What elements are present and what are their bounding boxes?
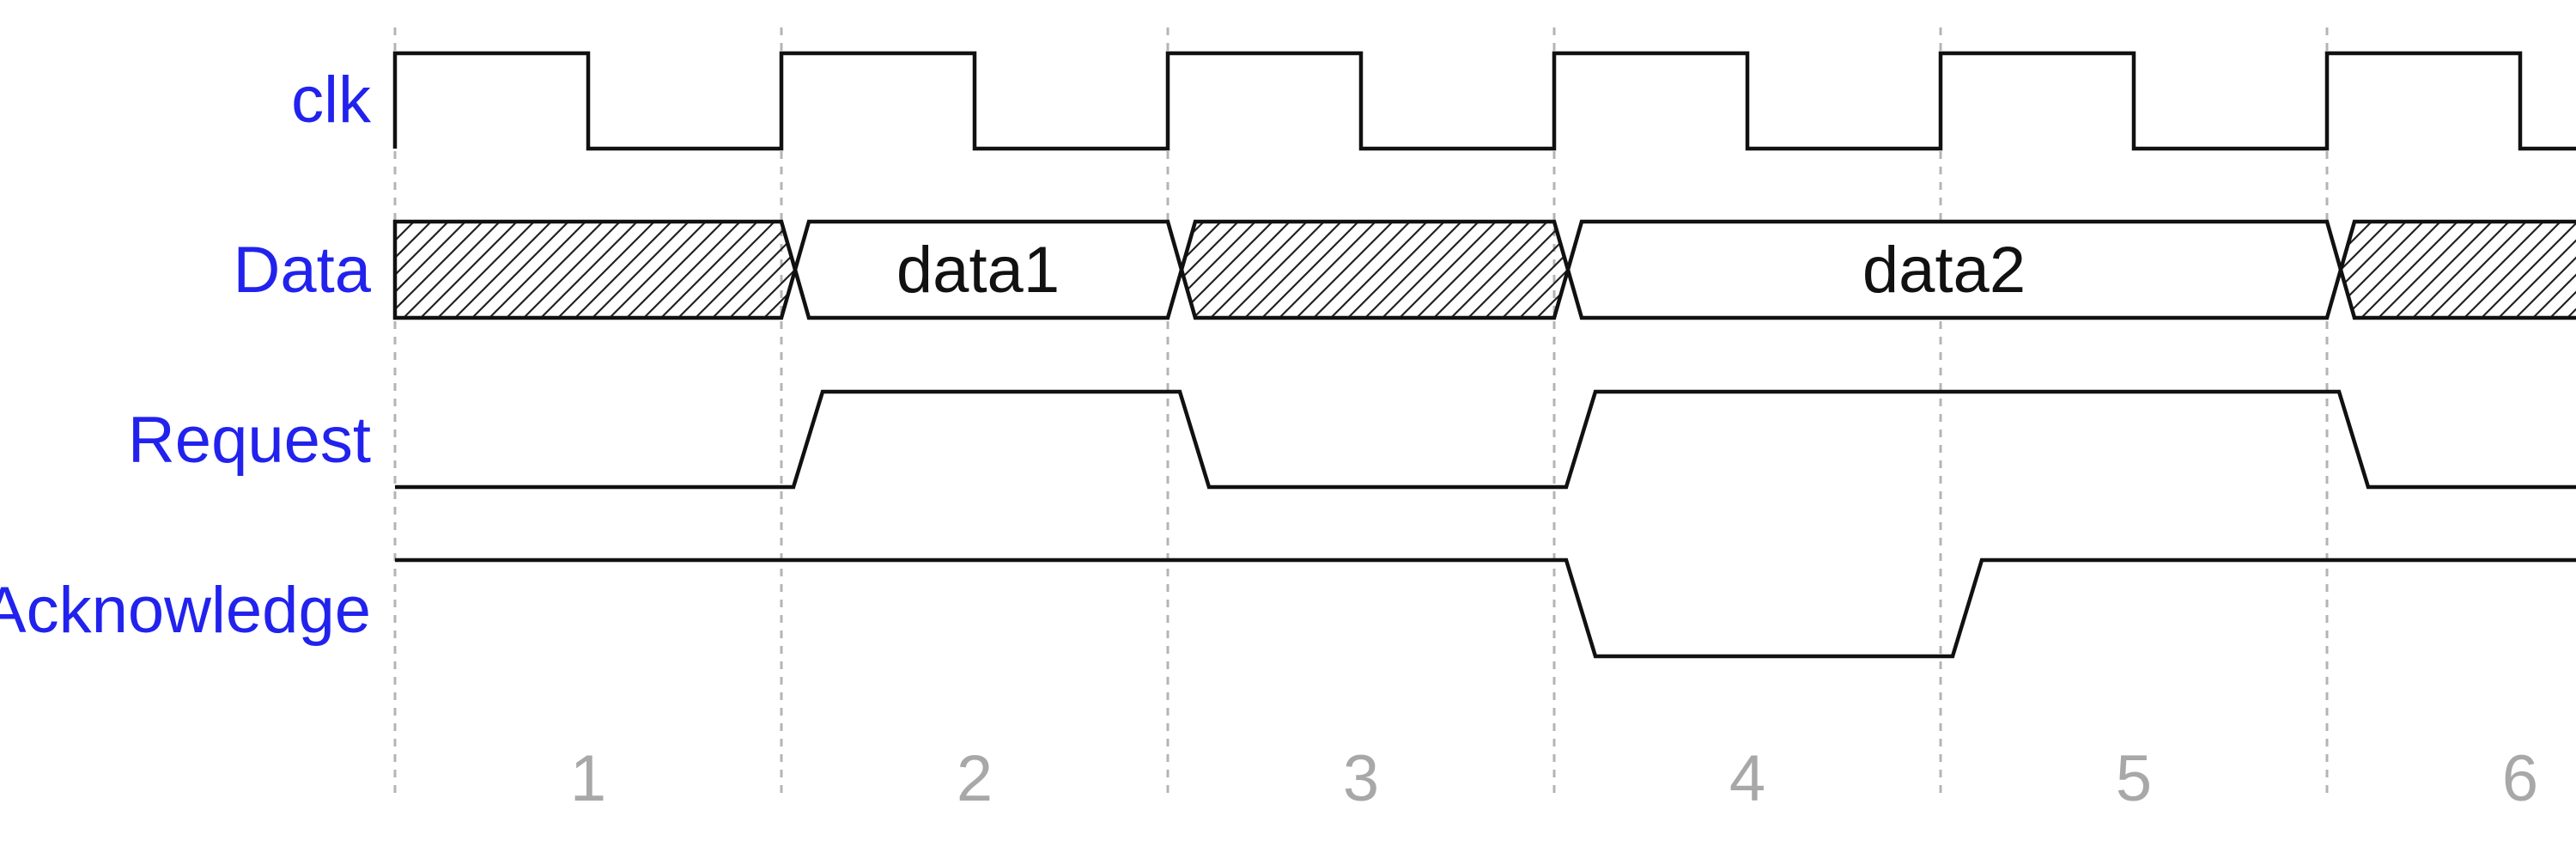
data-bus-invalid-segment — [392, 219, 798, 320]
data-bus-value-label: data1 — [896, 234, 1060, 307]
signal-label-data: Data — [233, 234, 371, 307]
cycle-label: 6 — [2502, 742, 2538, 815]
signal-label-clk: clk — [291, 64, 372, 137]
waveforms: data1 data2 — [392, 51, 2576, 659]
acknowledge-waveform — [395, 557, 2576, 659]
cycle-label: 5 — [2116, 742, 2152, 815]
data-bus-waveform: data1 data2 — [392, 219, 2576, 320]
data-bus-invalid-segment — [2338, 219, 2576, 320]
request-waveform — [395, 389, 2576, 490]
clk-waveform — [392, 51, 2576, 151]
cycle-gridlines — [393, 27, 2329, 795]
cycle-label: 4 — [1729, 742, 1765, 815]
cycle-label: 1 — [570, 742, 606, 815]
cycle-labels: 1 2 3 4 5 6 — [570, 742, 2538, 815]
cycle-label: 2 — [957, 742, 993, 815]
signal-labels: clk Data Request Acknowledge — [0, 64, 372, 647]
signal-label-request: Request — [128, 404, 371, 477]
signal-label-acknowledge: Acknowledge — [0, 574, 371, 647]
data-bus-invalid-segment — [1179, 219, 1571, 320]
data-bus-value-label: data2 — [1862, 234, 2026, 307]
cycle-label: 3 — [1343, 742, 1379, 815]
